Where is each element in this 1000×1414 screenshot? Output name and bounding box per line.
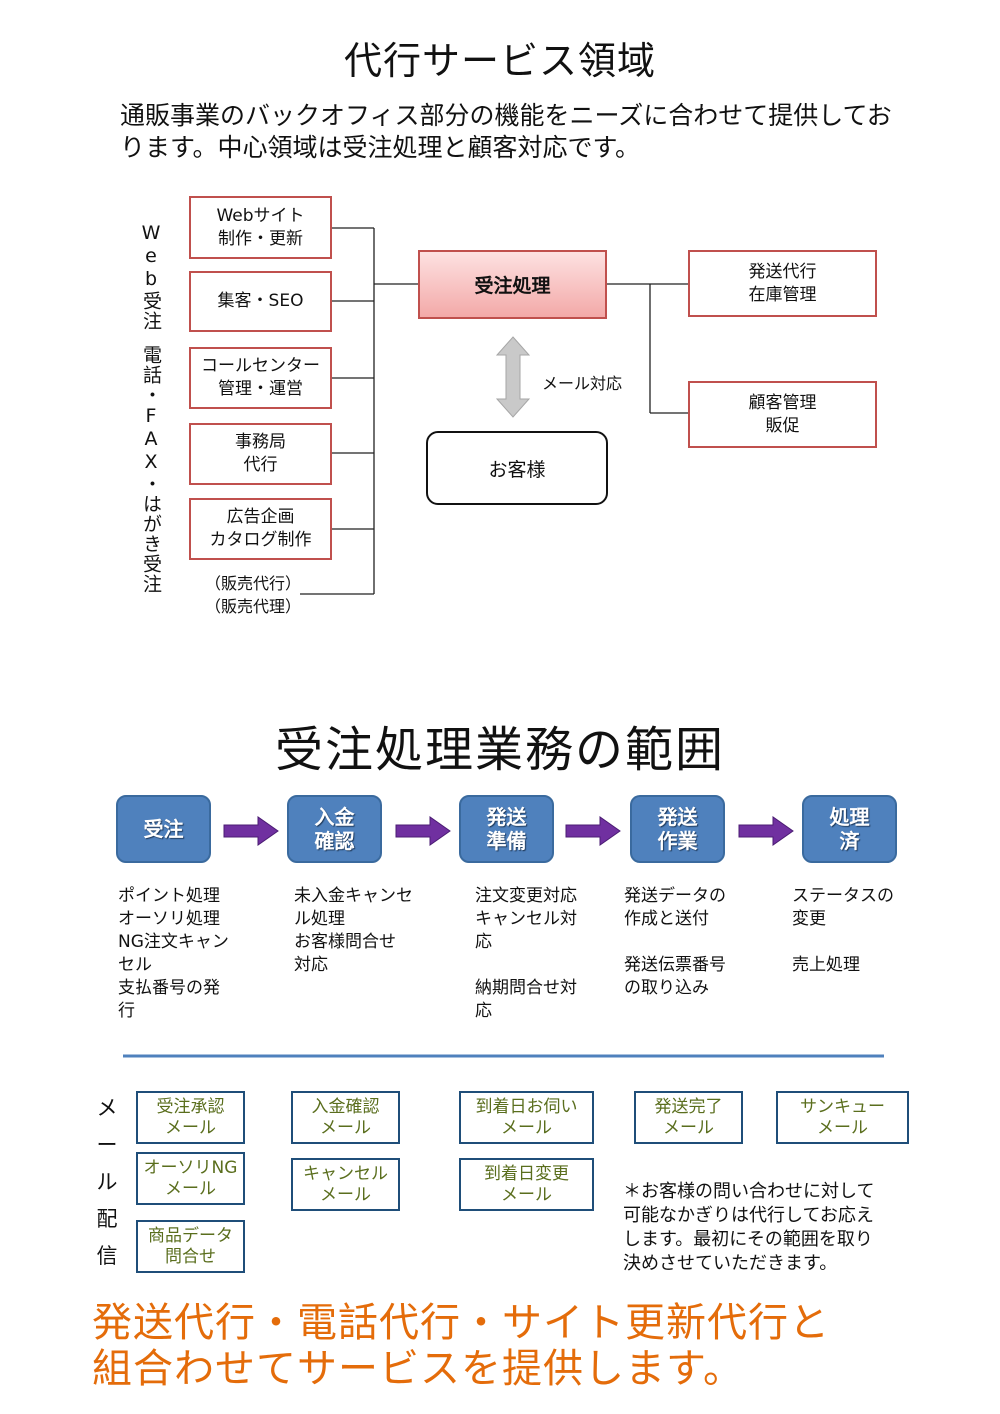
step-desc: ステータスの 変更 売上処理	[792, 886, 894, 975]
flow-arrows	[223, 816, 794, 846]
section1-intro: 通販事業のバックオフィス部分の機能をニーズに合わせて提供しております。中心領域は…	[120, 101, 892, 162]
phone-order-label: 電話・FAX・はがき受注	[140, 345, 162, 594]
mail-box: キャンセル メール	[291, 1158, 400, 1211]
left-box-ad: 広告企画 カタログ制作	[189, 498, 332, 560]
step-prep: 発送 準備	[459, 795, 554, 863]
mail-box: 商品データ 問合せ	[136, 1220, 245, 1273]
left-note: （販売代行） （販売代理）	[205, 574, 302, 616]
left-box-callcenter: コールセンター 管理・運営	[189, 347, 332, 409]
step-desc: 注文変更対応 キャンセル対 応 納期問合せ対 応	[475, 886, 577, 1021]
mail-box: 到着日変更 メール	[459, 1158, 594, 1211]
section2-title: 受注処理業務の範囲	[274, 722, 725, 778]
right-box-shipping: 発送代行 在庫管理	[688, 250, 877, 317]
order-processing-box: 受注処理	[418, 250, 607, 319]
step-desc: 発送データの 作成と送付 発送伝票番号 の取り込み	[624, 886, 726, 998]
right-box-customer-mgmt: 顧客管理 販促	[688, 381, 877, 448]
step-payment: 入金 確認	[287, 795, 382, 863]
mail-box: 受注承認 メール	[136, 1091, 245, 1144]
left-box-web: Webサイト 制作・更新	[189, 196, 332, 259]
mail-box: オーソリNG メール	[136, 1152, 245, 1205]
mail-delivery-label: メ ー ル 配 信	[96, 1096, 118, 1268]
section1-title: 代行サービス領域	[343, 39, 656, 83]
customer-box: お客様	[426, 431, 608, 505]
footnote: ＊お客様の問い合わせに対して 可能なかぎりは代行してお応え します。最初にその範…	[623, 1181, 875, 1274]
double-arrow-icon	[495, 336, 531, 418]
closing-message: 発送代行・電話代行・サイト更新代行と 組合わせてサービスを提供します。	[92, 1300, 830, 1392]
left-box-office: 事務局 代行	[189, 423, 332, 485]
mail-response-label: メール対応	[542, 374, 623, 393]
left-box-seo: 集客・SEO	[189, 271, 332, 332]
step-desc: 未入金キャンセ ル処理 お客様問合せ 対応	[294, 886, 413, 975]
step-done: 処理 済	[802, 795, 897, 863]
step-shipping: 発送 作業	[630, 795, 725, 863]
mail-box: サンキュー メール	[776, 1091, 909, 1144]
mail-box: 到着日お伺い メール	[459, 1091, 594, 1144]
mail-box: 入金確認 メール	[291, 1091, 400, 1144]
step-desc: ポイント処理 オーソリ処理 NG注文キャン セル 支払番号の発 行	[118, 886, 229, 1021]
mail-box: 発送完了 メール	[634, 1091, 743, 1144]
web-order-label: Web受注	[140, 222, 162, 331]
step-order: 受注	[116, 795, 211, 863]
